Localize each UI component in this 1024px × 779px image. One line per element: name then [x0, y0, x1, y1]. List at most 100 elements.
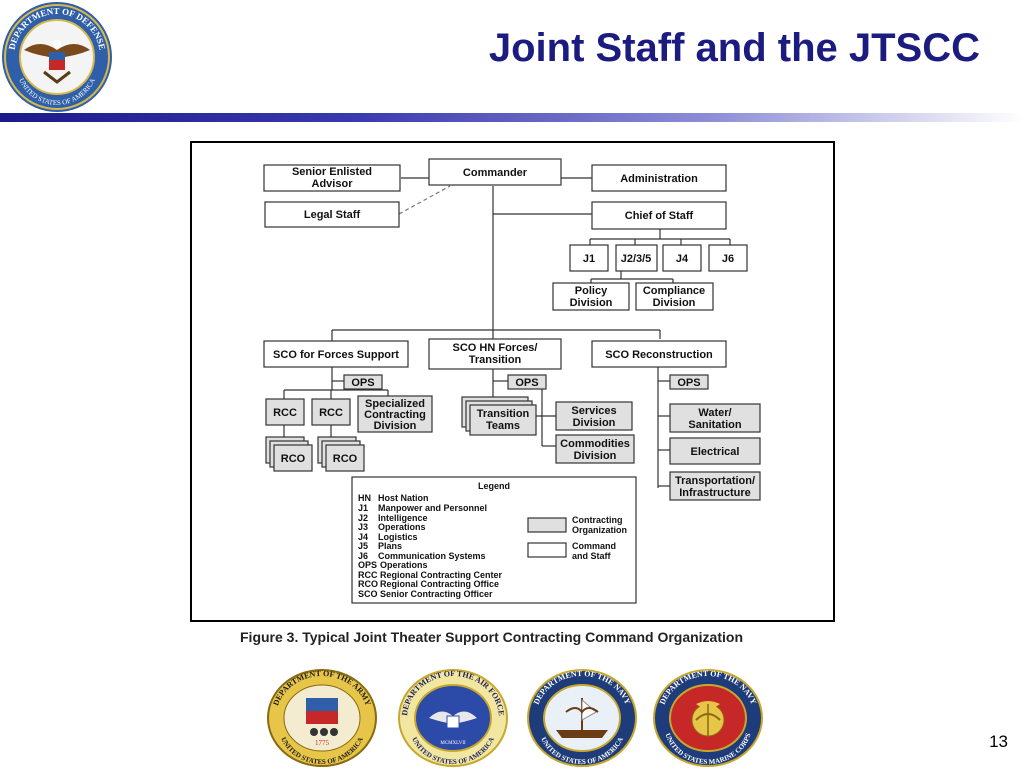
rcc-box-2 [311, 398, 351, 426]
j1-box [569, 244, 609, 272]
commodities-label-2: Division [574, 450, 617, 462]
legend-command-label-2: and Staff [572, 551, 612, 561]
legal-staff-box [264, 201, 400, 228]
legend-code: J6 [358, 551, 368, 561]
army-seal-word: OF [327, 756, 338, 766]
specialized-contracting-box [357, 395, 433, 433]
legend-code: J1 [358, 503, 368, 513]
mc-seal-word: OF [710, 669, 723, 680]
j235-box [615, 244, 658, 272]
dod-seal-word: OF [61, 6, 77, 19]
figure-caption: Figure 3. Typical Joint Theater Support … [240, 629, 744, 645]
commander-label: Commander [463, 167, 528, 179]
legend-desc: Regional Contracting Center [380, 570, 503, 580]
army-seal-year: 1775 [315, 739, 330, 747]
air-force-seal: DEPARTMENT OF THE AIR FORCE UNITED STATE… [398, 669, 508, 767]
org-chart-figure: Senior Enlisted Advisor Commander Admini… [190, 141, 835, 622]
sco-reconstruction-box [591, 340, 727, 368]
slide-number: 13 [989, 732, 1008, 751]
j6-box [708, 244, 748, 272]
rcc-box-1 [265, 398, 305, 426]
legend-code: J2 [358, 513, 368, 523]
legend-code: SCO [358, 589, 378, 599]
j6-label: J6 [722, 253, 734, 265]
policy-label-1: Policy [575, 285, 608, 297]
ops-box-recon [669, 374, 709, 390]
compliance-label-1: Compliance [643, 285, 705, 297]
sco-hn-forces-box [428, 338, 562, 370]
rco-box-2 [325, 444, 365, 472]
legend-box [351, 476, 637, 604]
legend-code: HN [358, 493, 371, 503]
transition-label-2: Teams [486, 420, 520, 432]
legend-desc: Logistics [378, 532, 418, 542]
j4-box [662, 244, 702, 272]
senior-enlisted-label-1: Senior Enlisted [292, 166, 372, 178]
slide-title: Joint Staff and the JTSCC [488, 26, 980, 70]
navy-seal-word: OF [587, 756, 598, 766]
commodities-label-1: Commodities [560, 438, 630, 450]
sco-forces-support-box [263, 340, 409, 368]
electrical-box [669, 437, 761, 465]
dod-seal-word: OF [61, 97, 72, 107]
commander-box [428, 158, 562, 186]
legend-desc: Operations [380, 560, 428, 570]
services-label-1: Services [571, 405, 616, 417]
j4-label: J4 [676, 253, 689, 265]
legend-items: HN Host Nation J1 Manpower and Personnel… [358, 493, 503, 599]
senior-enlisted-advisor-box [263, 164, 401, 192]
chief-of-staff-label: Chief of Staff [625, 210, 694, 222]
legend-desc: Communication Systems [378, 551, 486, 561]
sco-recon-label: SCO Reconstruction [605, 349, 713, 361]
ops-label-recon: OPS [677, 377, 700, 389]
dod-seal: DEPARTMENT OF DEFENSE UNITED STATES OF A… [2, 2, 112, 112]
legend-desc: Plans [378, 541, 402, 551]
sco-hn-label-2: Transition [469, 354, 522, 366]
legend-command-swatch [527, 542, 567, 558]
ops-box-forces [343, 374, 383, 390]
ops-label-hn: OPS [515, 377, 538, 389]
sco-forces-label: SCO for Forces Support [273, 349, 399, 361]
administration-box [591, 164, 727, 192]
legend-code: RCO [358, 579, 378, 589]
water-label-1: Water/ [698, 407, 731, 419]
ops-box-hn [507, 374, 547, 390]
org-chart-svg: Senior Enlisted Advisor Commander Admini… [263, 158, 761, 604]
legend-desc: Manpower and Personnel [378, 503, 487, 513]
legend-code: J5 [358, 541, 368, 551]
legend-desc: Intelligence [378, 513, 428, 523]
commodities-division-box [555, 434, 635, 464]
marine-corps-seal: DEPARTMENT OF THE NAVY UNITED STATES MAR… [653, 669, 763, 767]
legend-desc: Operations [378, 522, 426, 532]
services-label-2: Division [573, 417, 616, 429]
j235-label: J2/3/5 [621, 253, 652, 265]
rcc-label-1: RCC [273, 407, 297, 419]
navy-seal-word: OF [584, 669, 597, 680]
legend-desc: Senior Contracting Officer [380, 589, 493, 599]
rcc-label-2: RCC [319, 407, 343, 419]
specialized-label-3: Division [374, 420, 417, 432]
legend-contracting-label-2: Organization [572, 525, 627, 535]
senior-enlisted-label-2: Advisor [312, 178, 354, 190]
chief-of-staff-box [591, 201, 727, 230]
policy-division-box [552, 282, 630, 311]
sco-hn-label-1: SCO HN Forces/ [453, 342, 538, 354]
specialized-label-1: Specialized [365, 398, 425, 410]
specialized-label-2: Contracting [364, 409, 426, 421]
legend-code: J3 [358, 522, 368, 532]
compliance-division-box [635, 282, 714, 311]
legend-code: RCC [358, 570, 378, 580]
transition-label-1: Transition [477, 408, 530, 420]
transport-label-2: Infrastructure [679, 487, 751, 499]
legend-contracting-swatch [527, 517, 567, 533]
af-seal-word: OF [443, 669, 455, 679]
rco-box-1 [273, 444, 313, 472]
administration-label: Administration [620, 173, 698, 185]
j1-label: J1 [583, 253, 595, 265]
compliance-label-2: Division [653, 297, 696, 309]
army-seal: DEPARTMENT OF THE ARMY UNITED STATES OF … [267, 669, 377, 767]
legal-staff-label: Legal Staff [304, 209, 361, 221]
legend-code: J4 [358, 532, 368, 542]
af-seal-year: MCMXLVII [440, 741, 466, 746]
legend-contracting-label-1: Contracting [572, 515, 623, 525]
